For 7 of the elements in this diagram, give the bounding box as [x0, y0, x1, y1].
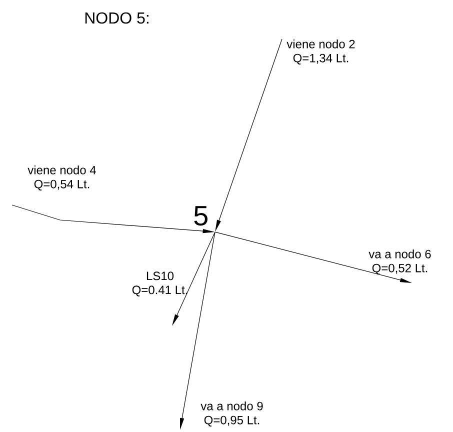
flow-label: va a nodo 6 Q=0,52 Lt. [368, 250, 431, 274]
flow-label: LS10 Q=0.41 Lt. [132, 272, 188, 296]
flow-label: viene nodo 4 Q=0,54 Lt. [28, 166, 96, 190]
title: NODO 5: [85, 12, 148, 24]
flow-label: va a nodo 9 Q=0,95 Lt. [200, 402, 263, 426]
flow-label: viene nodo 2 Q=1,34 Lt. [286, 40, 355, 64]
node-number: 5 [194, 206, 208, 226]
